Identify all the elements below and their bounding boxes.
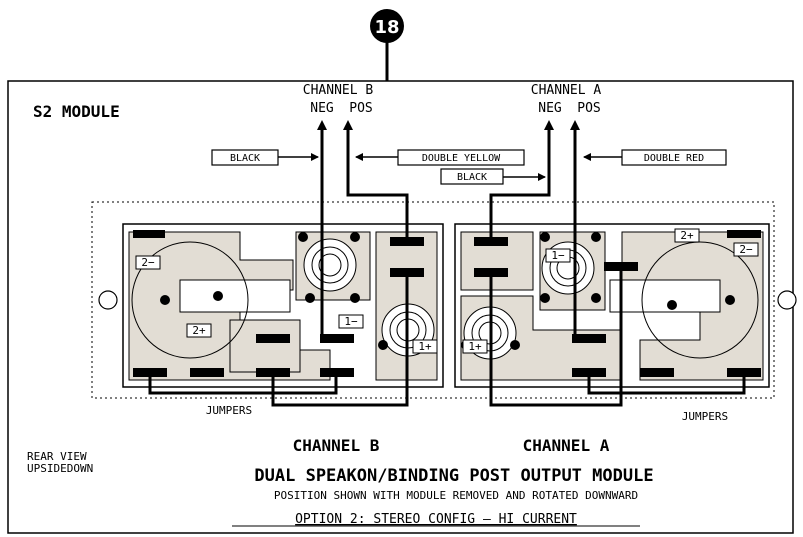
svg-text:2−: 2−	[739, 243, 753, 256]
jumpers-label-right: JUMPERS	[682, 410, 728, 423]
channel-a-header: CHANNEL A	[531, 83, 602, 98]
svg-text:DOUBLE RED: DOUBLE RED	[644, 153, 704, 164]
channel-a-neg: NEG	[538, 101, 562, 116]
jumpers-label-left: JUMPERS	[206, 404, 252, 417]
wire-label-double-red: DOUBLE RED	[583, 149, 727, 166]
channel-b-neg: NEG	[310, 101, 334, 116]
svg-text:1−: 1−	[344, 315, 358, 328]
wire-label-black-a: BLACK	[440, 168, 546, 185]
channel-b-pos: POS	[349, 101, 372, 116]
footer-option: OPTION 2: STEREO CONFIG – HI CURRENT	[295, 512, 577, 527]
rear-view-line1: REAR VIEW	[27, 450, 87, 463]
terminal-arrows	[317, 120, 580, 130]
svg-text:2−: 2−	[141, 256, 155, 269]
svg-text:DOUBLE YELLOW: DOUBLE YELLOW	[422, 153, 501, 164]
right-board	[454, 223, 770, 388]
left-board	[122, 223, 444, 388]
wire-label-double-yellow: DOUBLE YELLOW	[355, 149, 525, 166]
mount-hole-right	[777, 290, 797, 310]
channel-b-header: CHANNEL B	[303, 83, 374, 98]
svg-text:BLACK: BLACK	[230, 153, 260, 164]
module-outline	[91, 201, 775, 399]
channel-a-pos: POS	[577, 101, 600, 116]
wires	[148, 128, 746, 407]
rear-view-line2: UPSIDEDOWN	[27, 462, 93, 475]
footer-subtitle: POSITION SHOWN WITH MODULE REMOVED AND R…	[274, 489, 638, 502]
svg-text:1+: 1+	[468, 340, 482, 353]
mount-hole-left	[98, 290, 118, 310]
svg-text:1−: 1−	[551, 249, 565, 262]
terminal-labels: 2− 2+ 1− 1+ 1+ 1− 2+ 2−	[135, 228, 759, 354]
wire-label-black-b: BLACK	[211, 149, 319, 166]
svg-text:2+: 2+	[680, 229, 694, 242]
callout-number: 18	[374, 17, 399, 38]
svg-text:2+: 2+	[192, 324, 206, 337]
module-label: S2 MODULE	[33, 102, 120, 121]
svg-text:BLACK: BLACK	[457, 172, 487, 183]
footer-channel-b: CHANNEL B	[293, 436, 380, 455]
callout-badge: 18	[370, 9, 404, 43]
svg-text:1+: 1+	[418, 340, 432, 353]
footer-channel-a: CHANNEL A	[523, 436, 610, 455]
footer-title: DUAL SPEAKON/BINDING POST OUTPUT MODULE	[254, 466, 653, 486]
